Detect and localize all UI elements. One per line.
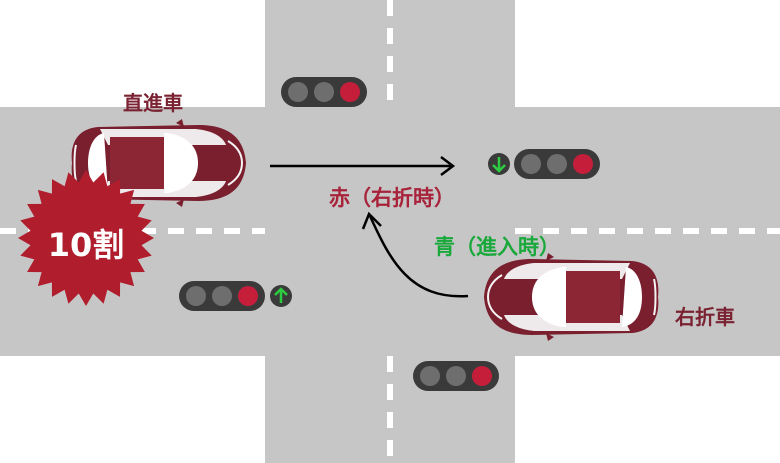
traffic-signal-south bbox=[413, 361, 499, 391]
straight-arrow bbox=[270, 156, 456, 176]
traffic-signal-north bbox=[281, 77, 367, 107]
traffic-signal-west bbox=[179, 281, 265, 311]
right-turn-car bbox=[483, 252, 660, 342]
fault-badge: 10割 bbox=[18, 170, 154, 306]
straight-car-label: 直進車 bbox=[123, 91, 183, 115]
fault-badge-text: 10割 bbox=[48, 226, 125, 264]
turn-arrow bbox=[361, 211, 469, 298]
green-arrow-icon bbox=[270, 285, 292, 307]
right-turn-car-label: 右折車 bbox=[675, 305, 735, 329]
traffic-signal-east bbox=[514, 149, 600, 179]
red-signal-label: 赤（右折時） bbox=[329, 186, 455, 210]
green-signal-label: 青（進入時） bbox=[434, 235, 560, 259]
green-arrow-icon bbox=[488, 153, 510, 175]
starburst-shape bbox=[18, 170, 154, 306]
